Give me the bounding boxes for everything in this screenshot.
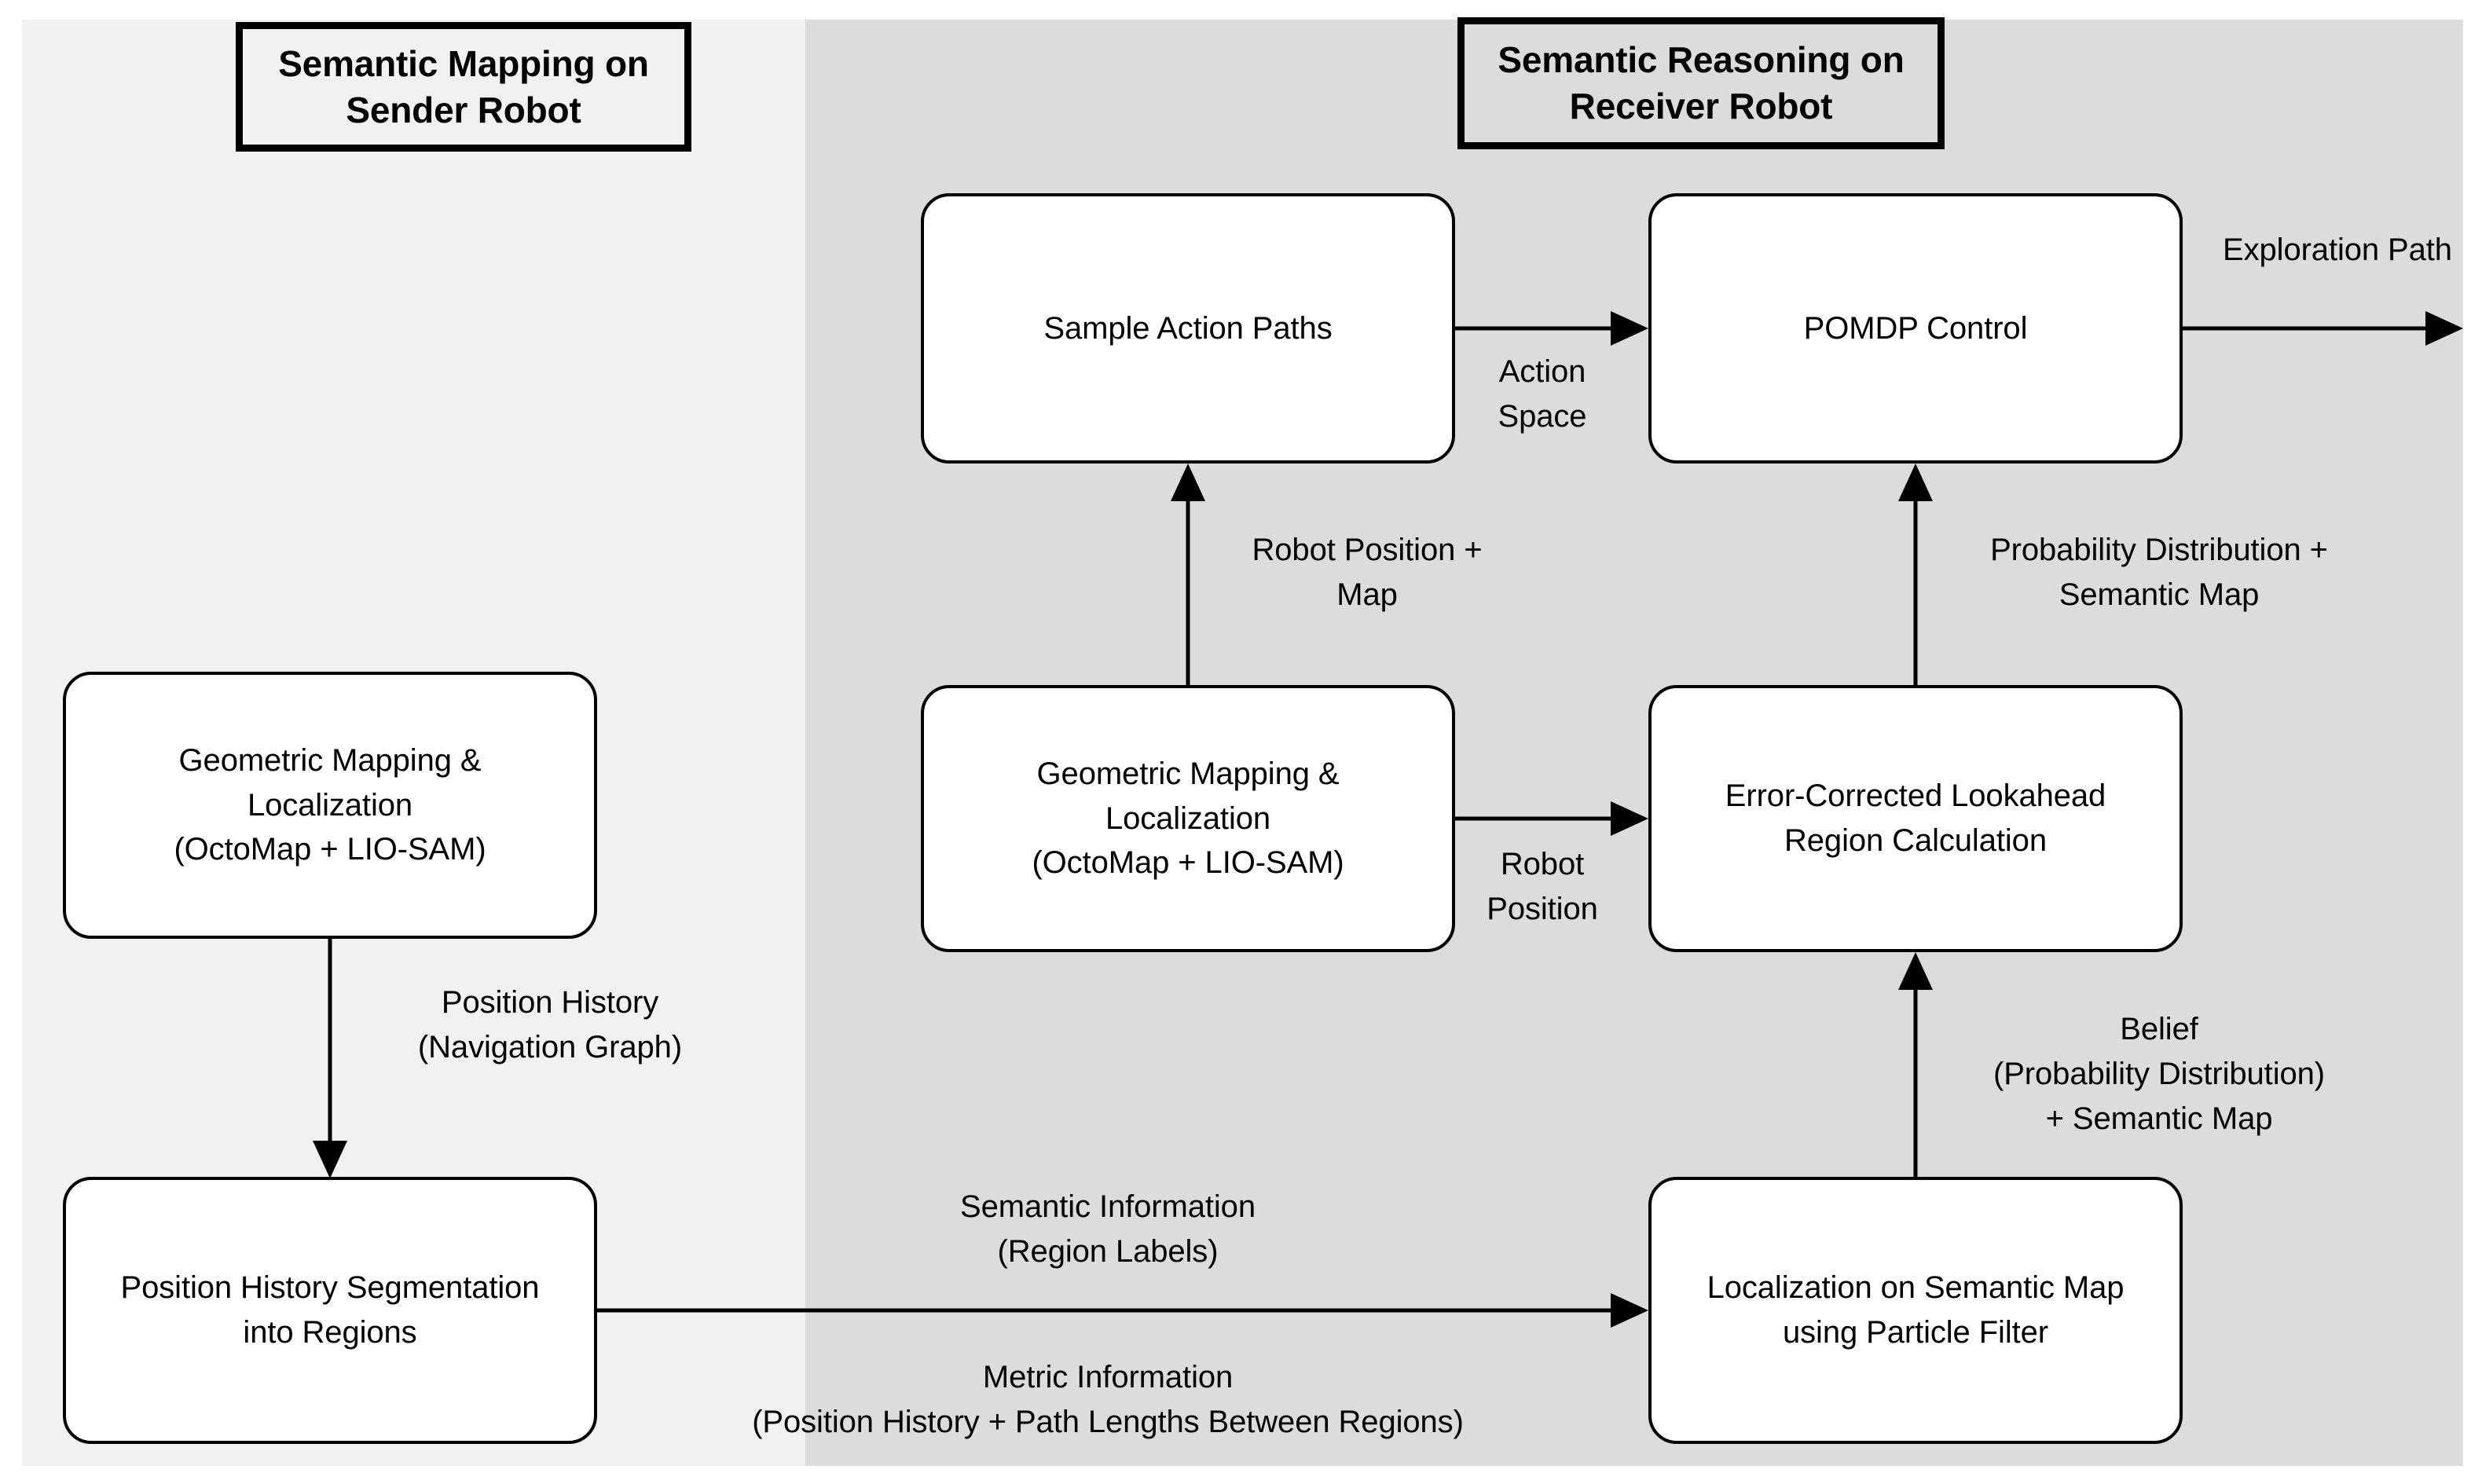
node-error-corrected-lookahead[interactable]: Error-Corrected Lookahead Region Calcula… (1648, 685, 2183, 952)
node-position-history-segmentation[interactable]: Position History Segmentation into Regio… (63, 1177, 597, 1444)
edge-label-belief: Belief (Probability Distribution) + Sema… (1993, 1012, 2325, 1136)
edge-label-robot-position-map: Robot Position + Map (1252, 533, 1483, 612)
edge-label-exploration-path: Exploration Path (2223, 233, 2452, 267)
edge-label-position-history: Position History (Navigation Graph) (417, 985, 683, 1064)
sender-panel-title: Semantic Mapping on Sender Robot (236, 22, 691, 152)
node-particle-filter-localization[interactable]: Localization on Semantic Map using Parti… (1648, 1177, 2183, 1444)
node-sample-action-paths[interactable]: Sample Action Paths (921, 193, 1455, 464)
edge-label-semantic-information: Semantic Information (Region Labels) (960, 1189, 1256, 1269)
node-pomdp-control[interactable]: POMDP Control (1648, 193, 2183, 464)
edge-label-action-space: Action Space (1498, 354, 1587, 434)
node-receiver-geometric-mapping[interactable]: Geometric Mapping & Localization (OctoMa… (921, 685, 1455, 952)
edge-label-robot-position: Robot Position (1487, 847, 1598, 926)
receiver-panel-title: Semantic Reasoning on Receiver Robot (1457, 17, 1945, 149)
node-sender-geometric-mapping[interactable]: Geometric Mapping & Localization (OctoMa… (63, 672, 597, 939)
edge-label-metric-information: Metric Information (Position History + P… (752, 1360, 1464, 1439)
edge-label-probability-semantic-map: Probability Distribution + Semantic Map (1990, 533, 2328, 612)
